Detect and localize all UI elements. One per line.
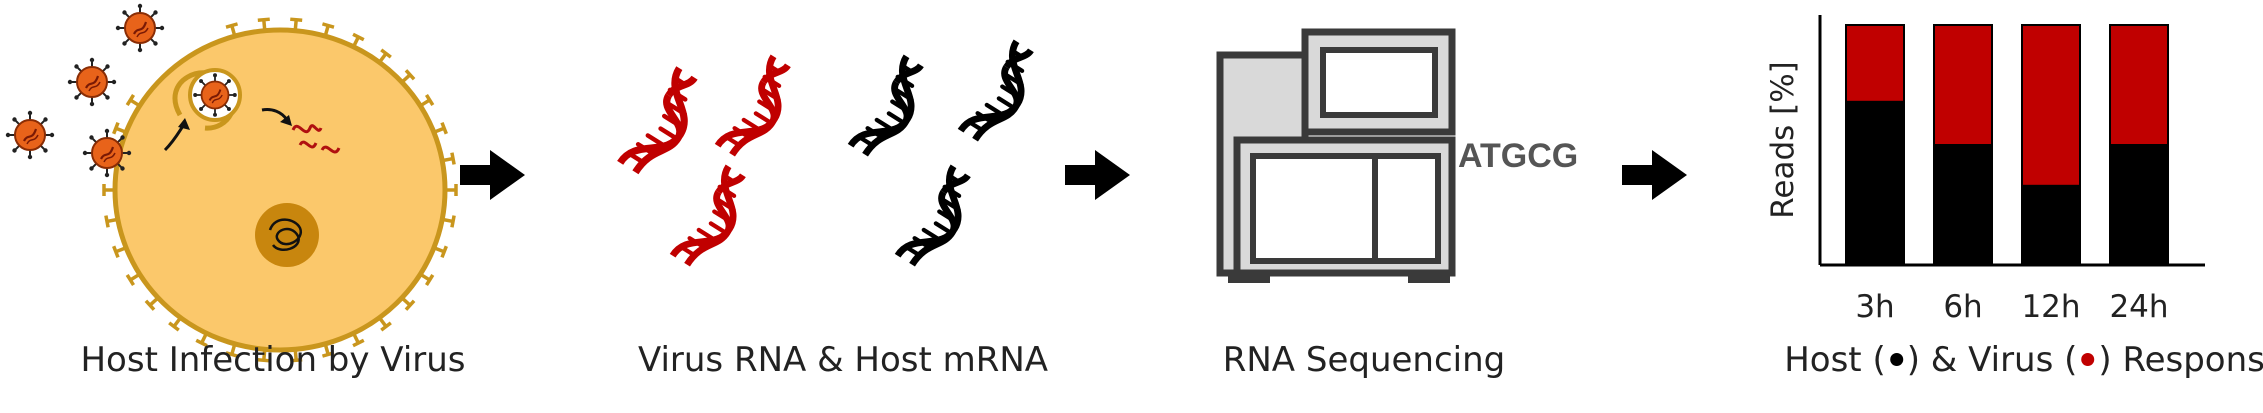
x-tick-label: 6h	[1943, 289, 1982, 325]
x-tick-label: 24h	[2109, 289, 2168, 325]
rna-helix-icon	[620, 41, 1045, 273]
sequence-label: ATGCG	[1458, 137, 1578, 175]
bar-host-24h	[2109, 144, 2169, 266]
bar-virus-6h	[1933, 24, 1993, 146]
bar-virus-24h	[2109, 24, 2169, 146]
caption-response-suffix: ) Response	[2098, 340, 2263, 380]
bar-virus-3h	[1845, 24, 1905, 103]
caption-response-mid: ) & Virus (	[1906, 340, 2078, 380]
caption-rna: Virus RNA & Host mRNA	[637, 340, 1049, 380]
bar-host-3h	[1845, 100, 1905, 266]
caption-sequencing: RNA Sequencing	[1222, 340, 1506, 380]
host-cell-icon	[102, 17, 458, 363]
bar-host-6h	[1933, 144, 1993, 266]
stacked-bar-chart: Reads [%] 3h 6h 12h 24h	[1765, 15, 2205, 325]
host-dot-icon	[1889, 353, 1903, 366]
virus-dot-icon	[2081, 353, 2095, 366]
caption-infection: Host Infection by Virus	[80, 340, 466, 380]
caption-response-prefix: Host (	[1784, 340, 1886, 380]
sequencer-icon	[1216, 28, 1456, 283]
arrow-right-icon	[1622, 150, 1687, 200]
bar-host-12h	[2021, 184, 2081, 266]
bar-virus-12h	[2021, 24, 2081, 187]
x-tick-label: 12h	[2021, 289, 2080, 325]
y-axis-label: Reads [%]	[1765, 61, 1801, 219]
arrow-right-icon	[1065, 150, 1130, 200]
caption-response: Host ( ) & Virus ( ) Response	[1784, 340, 2263, 380]
arrow-right-icon	[460, 150, 525, 200]
x-tick-label: 3h	[1855, 289, 1894, 325]
